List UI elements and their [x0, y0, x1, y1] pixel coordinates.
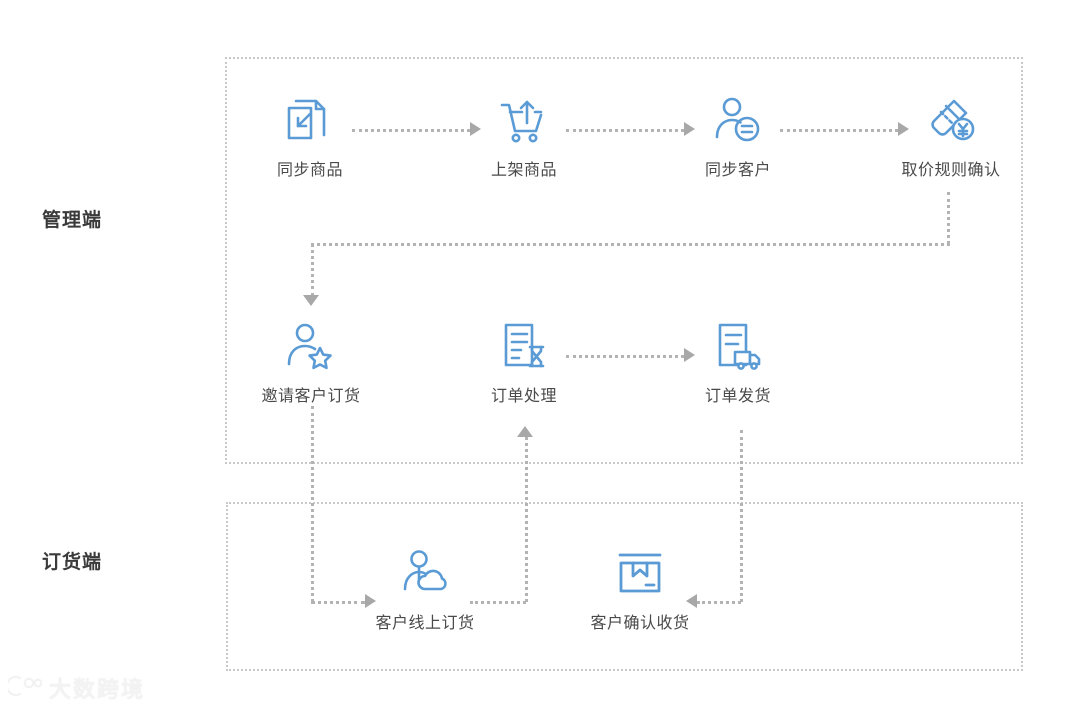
- node-sync-customer[interactable]: 同步客户: [663, 92, 813, 180]
- node-label: 同步商品: [276, 162, 343, 179]
- arrow-head-online-order-to-order-process: [517, 426, 533, 437]
- price-tag-yuan-icon: [876, 92, 1026, 148]
- connector-price-rule-down: [947, 192, 950, 244]
- node-label: 订单处理: [490, 388, 557, 405]
- cart-upload-icon: [449, 92, 599, 148]
- section-title-admin: 管理端: [42, 210, 103, 231]
- node-price-rule[interactable]: 取价规则确认: [876, 92, 1026, 180]
- node-confirm-recv[interactable]: 客户确认收货: [565, 545, 715, 633]
- arrow-head-list-product-to-sync-customer: [684, 122, 695, 136]
- user-cloud-icon: [350, 545, 500, 601]
- connector-order-process-to-order-ship: [566, 355, 684, 358]
- open-box-icon: [565, 545, 715, 601]
- arrow-head-order-ship-to-confirm-recv: [686, 594, 697, 608]
- node-label: 客户线上订货: [375, 615, 475, 632]
- node-label: 取价规则确认: [901, 162, 1001, 179]
- node-label: 客户确认收货: [590, 615, 690, 632]
- arrow-head-sync-customer-to-price-rule: [898, 122, 909, 136]
- crossborder-logo-icon: [5, 674, 43, 703]
- node-label: 邀请客户订货: [261, 388, 361, 405]
- node-label: 订单发货: [704, 388, 771, 405]
- connector-online-order-to-order-process-up: [525, 437, 528, 602]
- node-sync-product[interactable]: 同步商品: [235, 92, 385, 180]
- node-label: 同步客户: [704, 162, 771, 179]
- arrow-head-price-rule-to-invite-order: [303, 295, 319, 306]
- section-box-admin: [225, 57, 1023, 464]
- connector-sync-customer-to-price-rule: [780, 129, 898, 132]
- arrow-head-sync-product-to-list-product: [470, 122, 481, 136]
- watermark: 大数跨境: [5, 672, 146, 704]
- node-list-product[interactable]: 上架商品: [449, 92, 599, 180]
- node-label: 上架商品: [490, 162, 557, 179]
- user-sync-icon: [663, 92, 813, 148]
- user-star-icon: [236, 318, 386, 374]
- connector-list-product-to-sync-customer: [566, 129, 684, 132]
- node-invite-order[interactable]: 邀请客户订货: [236, 318, 386, 406]
- connector-invite-order-to-online-order-right: [311, 601, 365, 604]
- connector-order-ship-to-confirm-recv-left: [697, 601, 741, 604]
- node-order-process[interactable]: 订单处理: [449, 318, 599, 406]
- section-title-order: 订货端: [42, 552, 103, 573]
- connector-invite-order-down: [311, 243, 314, 297]
- connector-price-rule-to-invite-left: [311, 243, 950, 246]
- connector-sync-product-to-list-product: [352, 129, 470, 132]
- documents-download-icon: [235, 92, 385, 148]
- document-truck-icon: [663, 318, 813, 374]
- watermark-text: 大数跨境: [49, 677, 146, 702]
- document-hourglass-icon: [449, 318, 599, 374]
- node-online-order[interactable]: 客户线上订货: [350, 545, 500, 633]
- arrow-head-invite-order-to-online-order: [365, 594, 376, 608]
- connector-online-order-to-order-process-right: [470, 601, 526, 604]
- section-box-order: [226, 502, 1023, 671]
- connector-invite-order-to-online-order-down: [311, 406, 314, 602]
- connector-order-ship-to-confirm-recv-down: [740, 430, 743, 602]
- node-order-ship[interactable]: 订单发货: [663, 318, 813, 406]
- arrow-head-order-process-to-order-ship: [684, 348, 695, 362]
